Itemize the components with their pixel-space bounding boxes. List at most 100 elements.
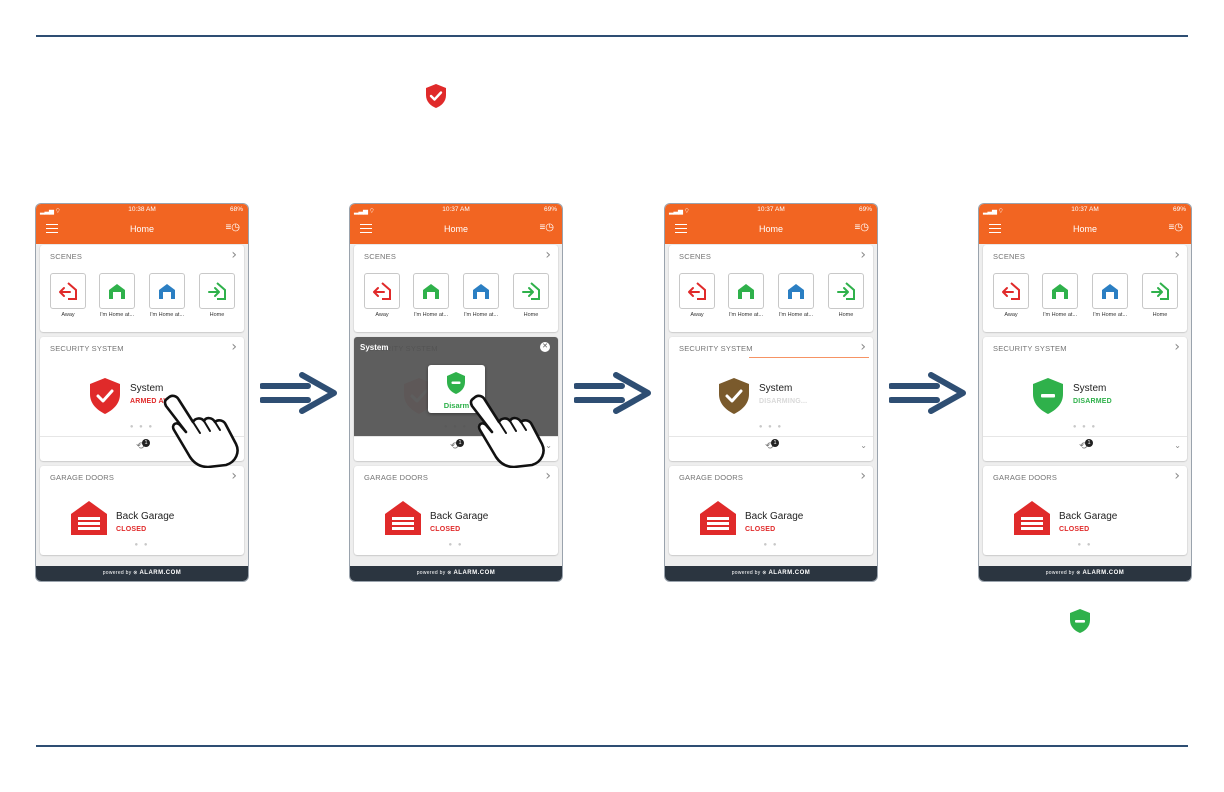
scenes-card: SCENES › Away I'm Home at... (354, 245, 558, 332)
security-shield-icon[interactable] (717, 377, 751, 420)
chevron-right-icon[interactable]: › (1174, 247, 1180, 263)
scenes-title: SCENES (364, 252, 397, 261)
scenes-card: SCENES › Away I'm Home at... (669, 245, 873, 332)
scene-home-garage-button[interactable]: I'm Home at... (1042, 273, 1078, 319)
scene-home-button[interactable]: Home (1142, 273, 1178, 319)
sensor-icon[interactable]: ⟲ (765, 441, 774, 452)
scene-home-garage-button[interactable]: I'm Home at... (728, 273, 764, 319)
chevron-right-icon[interactable]: › (860, 468, 866, 484)
scene-home-garage-button[interactable]: I'm Home at... (413, 273, 449, 319)
scene-away-button[interactable]: Away (993, 273, 1029, 319)
history-icon[interactable]: ≡◷ (539, 222, 554, 233)
battery-level: 69% (1172, 206, 1186, 213)
sensor-icon[interactable]: ⟲ (136, 441, 145, 452)
menu-icon[interactable] (46, 224, 58, 233)
pointing-hand-icon (469, 394, 545, 468)
disarm-label: Disarm (443, 401, 470, 410)
close-icon[interactable]: ✕ (540, 342, 550, 352)
scene-away-button[interactable]: Away (50, 273, 86, 319)
shield-minus-icon (1033, 378, 1063, 414)
armed-shield-icon (426, 84, 446, 108)
chevron-down-icon[interactable]: ⌄ (860, 441, 867, 450)
scene-label: I'm Home at... (778, 312, 814, 318)
page-dots: ● ● (134, 542, 150, 548)
scene-label: Home (523, 312, 539, 318)
history-icon[interactable]: ≡◷ (854, 222, 869, 233)
menu-icon[interactable] (675, 224, 687, 233)
chevron-right-icon[interactable]: › (860, 247, 866, 263)
top-divider (36, 35, 1188, 37)
scene-home-button[interactable]: Home (828, 273, 864, 319)
phone-screen-disarm-prompt: ▂▃▅ ⌔ 10:37 AM 69% Home ≡◷ SCENES › Away (350, 204, 562, 581)
home-garage-icon (473, 284, 489, 299)
footer-text: powered by (102, 570, 132, 576)
shield-check-icon (90, 378, 120, 414)
chevron-right-icon[interactable]: › (545, 468, 551, 484)
status-bar: ▂▃▅ ⌔ 10:37 AM 69% (979, 204, 1191, 216)
scene-home-garage-button[interactable]: I'm Home at... (778, 273, 814, 319)
home-enter-icon (208, 282, 226, 300)
history-icon[interactable]: ≡◷ (1168, 222, 1183, 233)
scene-home-garage-button[interactable]: I'm Home at... (149, 273, 185, 319)
scenes-title: SCENES (993, 252, 1026, 261)
scene-label: I'm Home at... (413, 312, 449, 318)
menu-icon[interactable] (360, 224, 372, 233)
app-header: Home ≡◷ (36, 216, 248, 244)
app-header: Home ≡◷ (979, 216, 1191, 244)
app-header: Home ≡◷ (350, 216, 562, 244)
double-arrow-right-icon (574, 372, 651, 414)
chevron-down-icon[interactable]: ⌄ (545, 441, 552, 450)
phone-screen-disarming: ▂▃▅ ⌔ 10:37 AM 69% Home ≡◷ SCENES › Away (665, 204, 877, 581)
garage-door-icon[interactable] (1013, 500, 1051, 536)
security-shield-icon[interactable] (1031, 377, 1065, 420)
home-garage-icon (109, 284, 125, 299)
system-status: DISARMING... (759, 398, 808, 405)
footer-brand: ALARM.COM (139, 570, 182, 576)
footer-text: powered by (731, 570, 761, 576)
status-time: 10:37 AM (442, 206, 470, 213)
chevron-right-icon[interactable]: › (231, 339, 237, 355)
security-shield-icon[interactable] (88, 377, 122, 420)
scene-home-garage-button[interactable]: I'm Home at... (463, 273, 499, 319)
shield-minus-icon (447, 372, 465, 394)
powered-by-footer: powered by ⊗ ALARM.COM (36, 566, 248, 581)
garage-door-icon[interactable] (384, 500, 422, 536)
scene-label: Away (375, 312, 389, 318)
page-title: Home (443, 224, 468, 234)
garage-door-icon[interactable] (699, 500, 737, 536)
shield-check-icon (719, 378, 749, 414)
scene-home-garage-button[interactable]: I'm Home at... (1092, 273, 1128, 319)
chevron-down-icon[interactable]: ⌄ (1174, 441, 1181, 450)
scene-label: I'm Home at... (463, 312, 499, 318)
garage-card: GARAGE DOORS › Back Garage CLOSED ● ● (354, 466, 558, 555)
scene-home-button[interactable]: Home (199, 273, 235, 319)
scene-home-button[interactable]: Home (513, 273, 549, 319)
chevron-right-icon[interactable]: › (231, 247, 237, 263)
garage-card: GARAGE DOORS › Back Garage CLOSED ● ● (983, 466, 1187, 555)
scene-away-button[interactable]: Away (364, 273, 400, 319)
powered-by-footer: powered by ⊗ ALARM.COM (665, 566, 877, 581)
signal-icon: ▂▃▅ ⌔ (354, 208, 375, 215)
bottom-divider (36, 745, 1188, 747)
garage-door-icon[interactable] (70, 500, 108, 536)
garage-status: CLOSED (430, 526, 461, 533)
home-garage-icon (788, 284, 804, 299)
sensor-icon[interactable]: ⟲ (450, 441, 459, 452)
status-time: 10:37 AM (757, 206, 785, 213)
chevron-right-icon[interactable]: › (1174, 468, 1180, 484)
chevron-right-icon[interactable]: › (231, 468, 237, 484)
garage-title: GARAGE DOORS (993, 473, 1058, 482)
chevron-right-icon[interactable]: › (860, 339, 866, 355)
security-title: SECURITY SYSTEM (679, 344, 753, 353)
scene-home-garage-button[interactable]: I'm Home at... (99, 273, 135, 319)
menu-icon[interactable] (989, 224, 1001, 233)
chevron-right-icon[interactable]: › (1174, 339, 1180, 355)
security-title: SECURITY SYSTEM (993, 344, 1067, 353)
chevron-right-icon[interactable]: › (545, 247, 551, 263)
sensor-icon[interactable]: ⟲ (1079, 441, 1088, 452)
history-icon[interactable]: ≡◷ (225, 222, 240, 233)
sensor-count-badge: 1 (142, 439, 150, 447)
scene-away-button[interactable]: Away (679, 273, 715, 319)
home-enter-icon (522, 282, 540, 300)
